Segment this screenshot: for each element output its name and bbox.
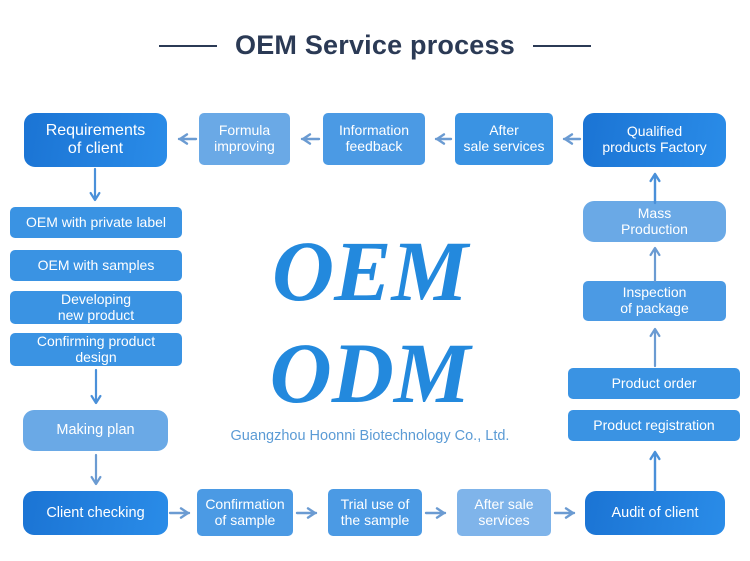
node-label: Client checking: [46, 504, 145, 521]
node-label: Requirements of client: [45, 122, 146, 157]
node-inspection-of-package[interactable]: Inspection of package: [583, 281, 726, 321]
arrow-trial-use-to-after-sale: [424, 506, 454, 520]
node-label: After sale services: [474, 495, 534, 528]
arrow-mass-production-to-factory: [648, 169, 662, 205]
node-label: Information feedback: [338, 122, 410, 154]
arrow-aftersale-to-information: [428, 132, 453, 146]
page-title: OEM Service process: [0, 30, 750, 61]
node-product-order[interactable]: Product order: [568, 368, 740, 399]
node-label: Qualified products Factory: [602, 123, 707, 155]
node-client-checking[interactable]: Client checking: [23, 491, 168, 535]
node-qualified-products-factory[interactable]: Qualified products Factory: [583, 113, 726, 167]
node-label: Confirming product design: [36, 332, 156, 365]
node-oem-with-private-label[interactable]: OEM with private label: [10, 207, 182, 238]
arrow-making-plan-to-client-checking: [89, 453, 103, 491]
node-label: Product order: [611, 374, 697, 391]
arrow-confirming-to-making-plan: [89, 368, 103, 410]
title-rule-left: [159, 44, 218, 47]
node-confirmation-of-sample[interactable]: Confirmation of sample: [197, 489, 293, 536]
node-label: Mass Production: [621, 204, 688, 237]
arrow-information-to-formula: [294, 132, 321, 146]
node-label: Audit of client: [611, 504, 699, 521]
arrow-formula-to-requirements: [171, 132, 198, 146]
arrow-confirmation-to-trial-use: [295, 506, 325, 520]
node-oem-with-samples[interactable]: OEM with samples: [10, 250, 182, 281]
node-audit-of-client[interactable]: Audit of client: [585, 491, 725, 535]
node-product-registration[interactable]: Product registration: [568, 410, 740, 441]
node-label: After sale services: [463, 122, 545, 154]
page-title-text: OEM Service process: [235, 30, 515, 60]
watermark-odm: ODM: [269, 325, 471, 421]
title-rule-right: [532, 44, 591, 47]
node-label: Making plan: [56, 422, 135, 439]
node-developing-new-product[interactable]: Developing new product: [10, 291, 182, 324]
node-label: Formula improving: [214, 122, 275, 154]
node-after-sale-services-bottom[interactable]: After sale services: [457, 489, 551, 536]
node-label: Inspection of package: [620, 284, 689, 316]
arrow-product-order-to-inspection: [648, 324, 662, 368]
node-label: Product registration: [593, 416, 715, 433]
watermark-oem: OEM: [272, 223, 468, 319]
node-making-plan[interactable]: Making plan: [23, 410, 168, 451]
arrow-after-sale-to-audit: [553, 506, 583, 520]
node-label: OEM with samples: [37, 256, 155, 273]
node-label: OEM with private label: [25, 213, 167, 230]
node-mass-production[interactable]: Mass Production: [583, 201, 726, 242]
node-trial-use-of-the-sample[interactable]: Trial use of the sample: [328, 489, 422, 536]
arrow-audit-to-product-registration: [648, 447, 662, 493]
arrow-requirements-to-oem-private-label: [88, 167, 102, 207]
arrow-factory-to-aftersale: [556, 132, 582, 146]
arrow-client-checking-to-confirmation: [168, 506, 198, 520]
node-label: Developing new product: [57, 290, 135, 323]
node-confirming-product-design[interactable]: Confirming product design: [10, 333, 182, 366]
company-name: Guangzhou Hoonni Biotechnology Co., Ltd.: [230, 428, 510, 444]
node-after-sale-services-top[interactable]: After sale services: [455, 113, 553, 165]
node-formula-improving[interactable]: Formula improving: [199, 113, 290, 165]
node-requirements-of-client[interactable]: Requirements of client: [24, 113, 167, 167]
node-label: Confirmation of sample: [205, 495, 285, 528]
arrow-inspection-to-mass-production: [648, 243, 662, 283]
node-label: Trial use of the sample: [340, 495, 410, 528]
node-information-feedback[interactable]: Information feedback: [323, 113, 425, 165]
